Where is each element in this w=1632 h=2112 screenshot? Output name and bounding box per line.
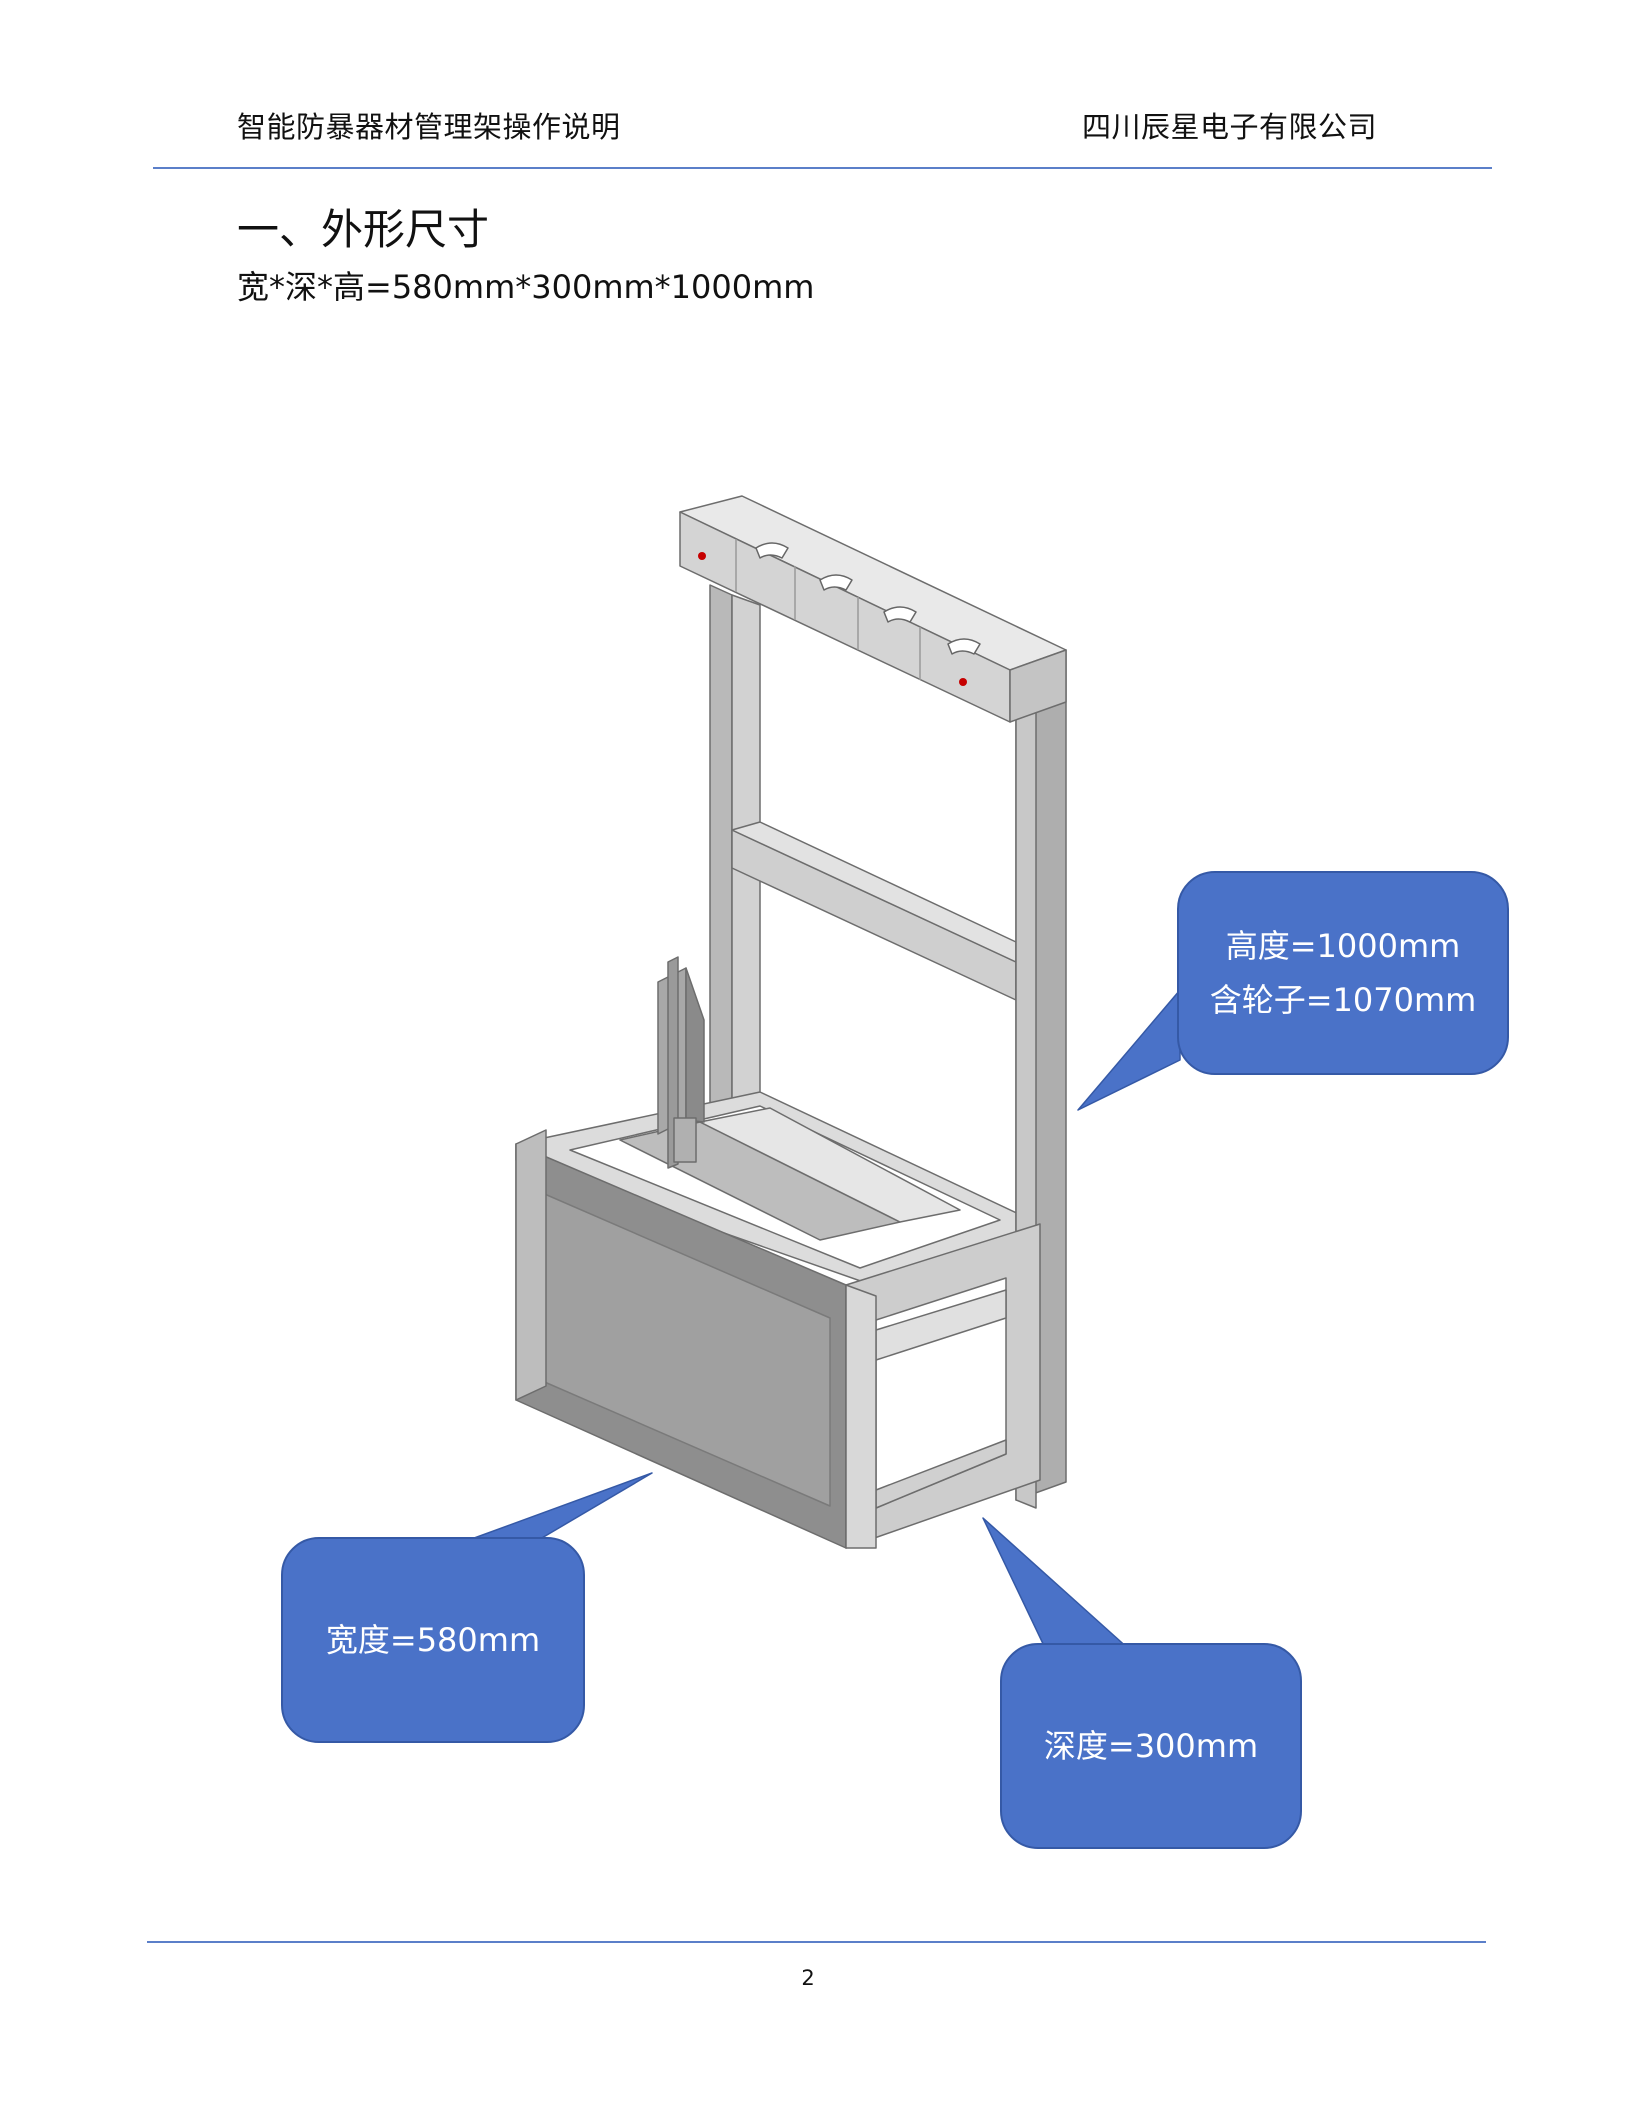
width-callout: 宽度=580mm xyxy=(281,1537,585,1743)
footer-divider xyxy=(147,1941,1486,1943)
width-callout-pointer xyxy=(454,1472,653,1546)
height-with-wheels-text: 含轮子=1070mm xyxy=(1209,981,1477,1019)
holder-slot xyxy=(883,606,917,623)
holder-slot xyxy=(947,638,981,655)
holder-indicator-light xyxy=(959,678,967,686)
holder-slot xyxy=(755,542,789,559)
holder-indicator-light xyxy=(698,552,706,560)
depth-callout: 深度=300mm xyxy=(1000,1643,1302,1849)
height-callout-pointer xyxy=(1077,989,1181,1111)
section-title: 一、外形尺寸 xyxy=(237,205,490,254)
depth-callout-pointer xyxy=(982,1517,1131,1651)
header-doc-title: 智能防暴器材管理架操作说明 xyxy=(237,110,621,144)
height-callout-text: 高度=1000mm xyxy=(1225,927,1461,965)
depth-callout-text: 深度=300mm xyxy=(1043,1727,1259,1765)
page-number: 2 xyxy=(801,1966,815,1990)
dimensions-summary: 宽*深*高=580mm*300mm*1000mm xyxy=(237,268,815,306)
header-company: 四川辰星电子有限公司 xyxy=(1081,110,1377,144)
header-divider xyxy=(153,167,1492,169)
holder-slot xyxy=(819,574,853,591)
rear-post xyxy=(709,584,733,1181)
width-callout-text: 宽度=580mm xyxy=(325,1621,541,1659)
height-callout: 高度=1000mm 含轮子=1070mm xyxy=(1177,871,1509,1075)
cross-bar xyxy=(731,829,1017,1001)
